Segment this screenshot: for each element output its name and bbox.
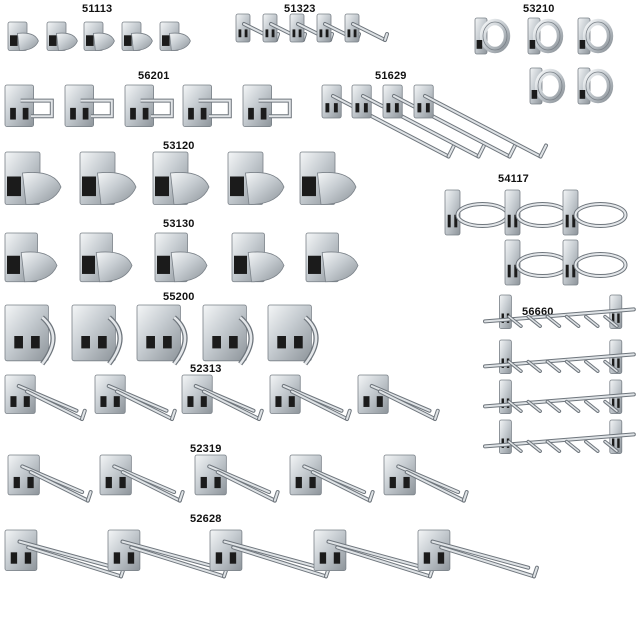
j-hook-item — [136, 304, 188, 366]
long-hook-item — [413, 84, 548, 159]
spring-clip-item — [46, 21, 78, 51]
double-long-hook-item — [209, 529, 331, 579]
multi-hook-rack-item — [483, 294, 636, 329]
loop-hook-item — [182, 84, 232, 127]
double-hook-item — [269, 374, 352, 421]
spring-clip-item — [227, 151, 285, 205]
double-hook-item — [383, 454, 469, 503]
tool-clip-item — [474, 17, 511, 55]
label-54117: 54117 — [498, 173, 529, 185]
label-51113: 51113 — [82, 3, 113, 15]
double-hook-item — [7, 454, 93, 503]
j-hook-item — [267, 304, 319, 366]
long-hook-item — [382, 84, 517, 159]
ring-holder-item — [562, 239, 628, 286]
tool-clip-item — [527, 17, 564, 55]
double-hook-item — [99, 454, 185, 503]
ring-holder-item — [562, 189, 628, 236]
label-56201: 56201 — [138, 70, 170, 82]
label-55200: 55200 — [163, 291, 195, 303]
ring-holder-item — [444, 189, 510, 236]
double-hook-item — [289, 454, 375, 503]
label-52313: 52313 — [190, 363, 222, 375]
long-hook-item — [351, 84, 486, 159]
spring-clip-item — [83, 21, 115, 51]
double-hook-item — [4, 374, 87, 421]
multi-hook-rack-item — [483, 419, 636, 454]
label-53130: 53130 — [163, 218, 195, 230]
spring-clip-item — [7, 21, 39, 51]
double-long-hook-item — [4, 529, 126, 579]
label-52628: 52628 — [190, 513, 222, 525]
label-51629: 51629 — [375, 70, 407, 82]
label-53210: 53210 — [523, 3, 555, 15]
spring-clip-item — [121, 21, 153, 51]
ring-holder-item — [504, 239, 570, 286]
spring-clip-item — [305, 232, 359, 283]
single-hook-item — [344, 13, 389, 43]
spring-clip-item — [79, 232, 133, 283]
ring-holder-item — [504, 189, 570, 236]
spring-clip-item — [159, 21, 191, 51]
spring-clip-item — [4, 151, 62, 205]
loop-hook-item — [124, 84, 174, 127]
spring-clip-item — [79, 151, 137, 205]
j-hook-item — [202, 304, 254, 366]
spring-clip-item — [4, 232, 58, 283]
double-hook-item — [94, 374, 177, 421]
label-52319: 52319 — [190, 443, 222, 455]
spring-clip-item — [231, 232, 285, 283]
label-51323: 51323 — [284, 3, 316, 15]
spring-clip-item — [299, 151, 357, 205]
spring-clip-item — [154, 232, 208, 283]
multi-hook-rack-item — [483, 379, 636, 414]
double-hook-item — [181, 374, 264, 421]
label-53120: 53120 — [163, 140, 195, 152]
loop-hook-item — [242, 84, 292, 127]
j-hook-item — [4, 304, 56, 366]
double-long-hook-item — [313, 529, 435, 579]
double-hook-item — [357, 374, 440, 421]
tool-clip-item — [577, 67, 614, 105]
double-hook-item — [194, 454, 280, 503]
j-hook-item — [71, 304, 123, 366]
tool-clip-item — [529, 67, 566, 105]
loop-hook-item — [4, 84, 54, 127]
tool-clip-item — [577, 17, 614, 55]
multi-hook-rack-item — [483, 339, 636, 374]
double-long-hook-item — [107, 529, 229, 579]
loop-hook-item — [64, 84, 114, 127]
spring-clip-item — [152, 151, 210, 205]
double-long-hook-item — [417, 529, 539, 579]
